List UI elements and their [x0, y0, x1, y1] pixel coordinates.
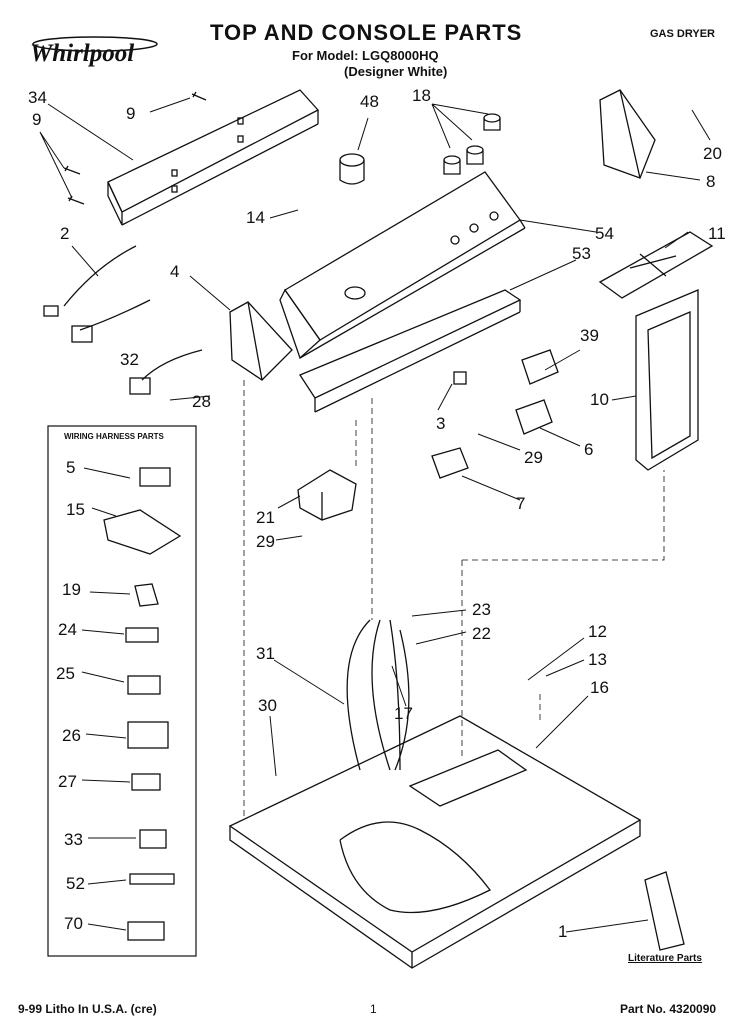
callout-52: 52	[66, 874, 85, 893]
callout-19: 19	[62, 580, 81, 599]
callout-20: 20	[703, 144, 722, 163]
callout-4: 4	[170, 262, 180, 281]
callout-leaders	[39, 97, 711, 933]
callout-32: 32	[120, 350, 139, 369]
callout-23: 23	[472, 600, 491, 619]
dryer-type: GAS DRYER	[650, 28, 715, 40]
callout-26: 26	[62, 726, 81, 745]
wiring-box-title: WIRING HARNESS PARTS	[64, 432, 164, 441]
callout-25: 25	[56, 664, 75, 683]
callout-12: 12	[588, 622, 607, 641]
callout-8: 8	[706, 172, 716, 191]
switch-parts	[431, 349, 559, 479]
callout-11: 11	[708, 224, 726, 243]
main-top-part	[228, 715, 642, 969]
literature-label: Literature Parts	[628, 953, 702, 964]
callout-22: 22	[472, 624, 491, 643]
harness-parts	[43, 245, 203, 395]
callout-29: 29	[256, 532, 275, 551]
knob-parts	[339, 113, 501, 185]
wiring-small-parts	[103, 467, 182, 941]
callout-54: 54	[595, 224, 614, 243]
callout-6: 6	[584, 440, 594, 459]
callout-1: 1	[558, 922, 568, 941]
callout-7: 7	[516, 494, 526, 513]
callout-27: 27	[58, 772, 77, 791]
callout-2: 2	[60, 224, 70, 243]
callout-30: 30	[258, 696, 277, 715]
logo-swoosh	[32, 36, 158, 52]
brand-logo: Whirlpool	[30, 40, 135, 67]
rear-bracket-part	[107, 89, 320, 226]
main-harness-part	[339, 619, 491, 914]
callout-33: 33	[64, 830, 83, 849]
callout-31: 31	[256, 644, 275, 663]
right-end-cap-part	[599, 89, 656, 179]
callout-15: 15	[66, 500, 85, 519]
callout-29: 29	[524, 448, 543, 467]
callout-34: 34	[28, 88, 47, 107]
literature-part	[644, 871, 685, 951]
callout-70: 70	[64, 914, 83, 933]
callout-18: 18	[412, 86, 431, 105]
callout-5: 5	[66, 458, 76, 477]
callout-28: 28	[192, 392, 211, 411]
callout-16: 16	[590, 678, 609, 697]
timer-part	[297, 469, 357, 521]
callout-14: 14	[246, 208, 265, 227]
model-line: For Model: LGQ8000HQ	[292, 48, 439, 63]
callout-39: 39	[580, 326, 599, 345]
page-title: TOP AND CONSOLE PARTS	[210, 20, 523, 45]
console-panel-part	[279, 171, 526, 360]
footer-date: 9-99 Litho In U.S.A. (cre)	[18, 1002, 157, 1016]
callout-3: 3	[436, 414, 446, 433]
footer-page: 1	[370, 1002, 377, 1016]
lint-screen-part	[598, 231, 714, 299]
callout-9: 9	[32, 110, 42, 129]
console-support-part	[299, 289, 522, 413]
callout-10: 10	[590, 390, 609, 409]
callout-17: 17	[394, 704, 413, 723]
callout-9: 9	[126, 104, 136, 123]
color-line: (Designer White)	[344, 64, 448, 79]
callout-13: 13	[588, 650, 607, 669]
callout-21: 21	[256, 508, 275, 527]
callout-24: 24	[58, 620, 77, 639]
callout-53: 53	[572, 244, 591, 263]
wiring-harness-box	[47, 425, 197, 957]
footer-part-no: Part No. 4320090	[620, 1002, 717, 1016]
end-cap-part	[229, 301, 293, 381]
assembly-guides	[243, 380, 665, 820]
callout-48: 48	[360, 92, 379, 111]
lint-housing-part	[635, 289, 699, 471]
